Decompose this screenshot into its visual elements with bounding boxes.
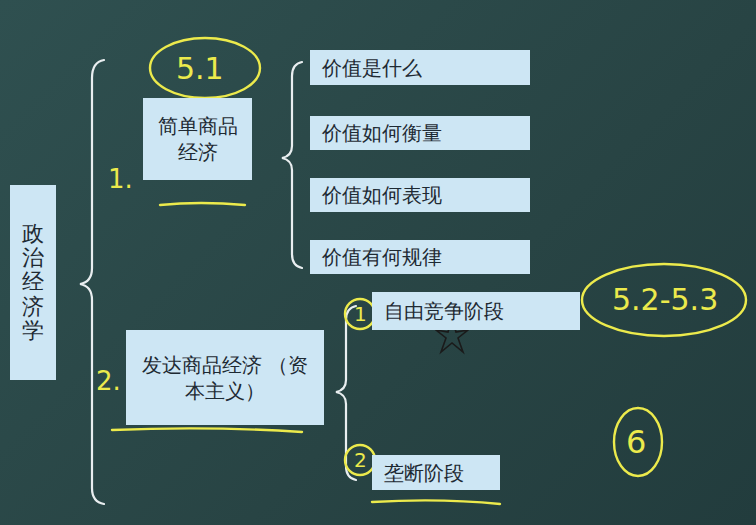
topic-box: 价值有何规律	[310, 240, 530, 274]
box-text: 垄断阶段	[384, 460, 464, 486]
callout-number: 5.1	[176, 54, 224, 84]
callout-number: 2	[354, 450, 367, 470]
box-text: 价值如何衡量	[322, 120, 442, 146]
circle-mark	[345, 299, 375, 329]
box-text: 价值是什么	[322, 55, 422, 81]
topic-box: 发达商品经济 （资本主义）	[126, 330, 324, 425]
circle-mark	[150, 38, 260, 98]
main-brace	[80, 60, 104, 504]
topic-box: 自由竞争阶段	[372, 292, 580, 330]
circle-mark	[614, 408, 662, 476]
box-text: 政治经济学	[22, 222, 44, 343]
callout-number: 1.	[108, 166, 133, 192]
box-text: 价值如何表现	[322, 182, 442, 208]
circle-mark	[345, 445, 375, 475]
callout-number: 5.2-5.3	[612, 285, 718, 315]
topic-box: 垄断阶段	[372, 455, 500, 490]
underline-mark	[112, 428, 302, 432]
box-text: 发达商品经济 （资本主义）	[138, 352, 312, 404]
underline-mark	[160, 203, 245, 205]
box-text: 简单商品经济	[155, 113, 240, 165]
topic-box: 价值如何表现	[310, 178, 530, 212]
callout-number: 2.	[96, 368, 121, 394]
box-text: 价值有何规律	[322, 244, 442, 270]
topic-box: 简单商品经济	[143, 98, 252, 180]
callout-number: 6	[626, 426, 646, 458]
value-brace	[282, 62, 302, 268]
callout-number: 1	[354, 304, 367, 324]
topic-box: 价值如何衡量	[310, 116, 530, 150]
underline-mark	[372, 500, 500, 504]
circle-mark	[582, 264, 746, 336]
box-text: 自由竞争阶段	[384, 298, 504, 324]
root-box: 政治经济学	[10, 185, 56, 380]
topic-box: 价值是什么	[310, 50, 530, 85]
